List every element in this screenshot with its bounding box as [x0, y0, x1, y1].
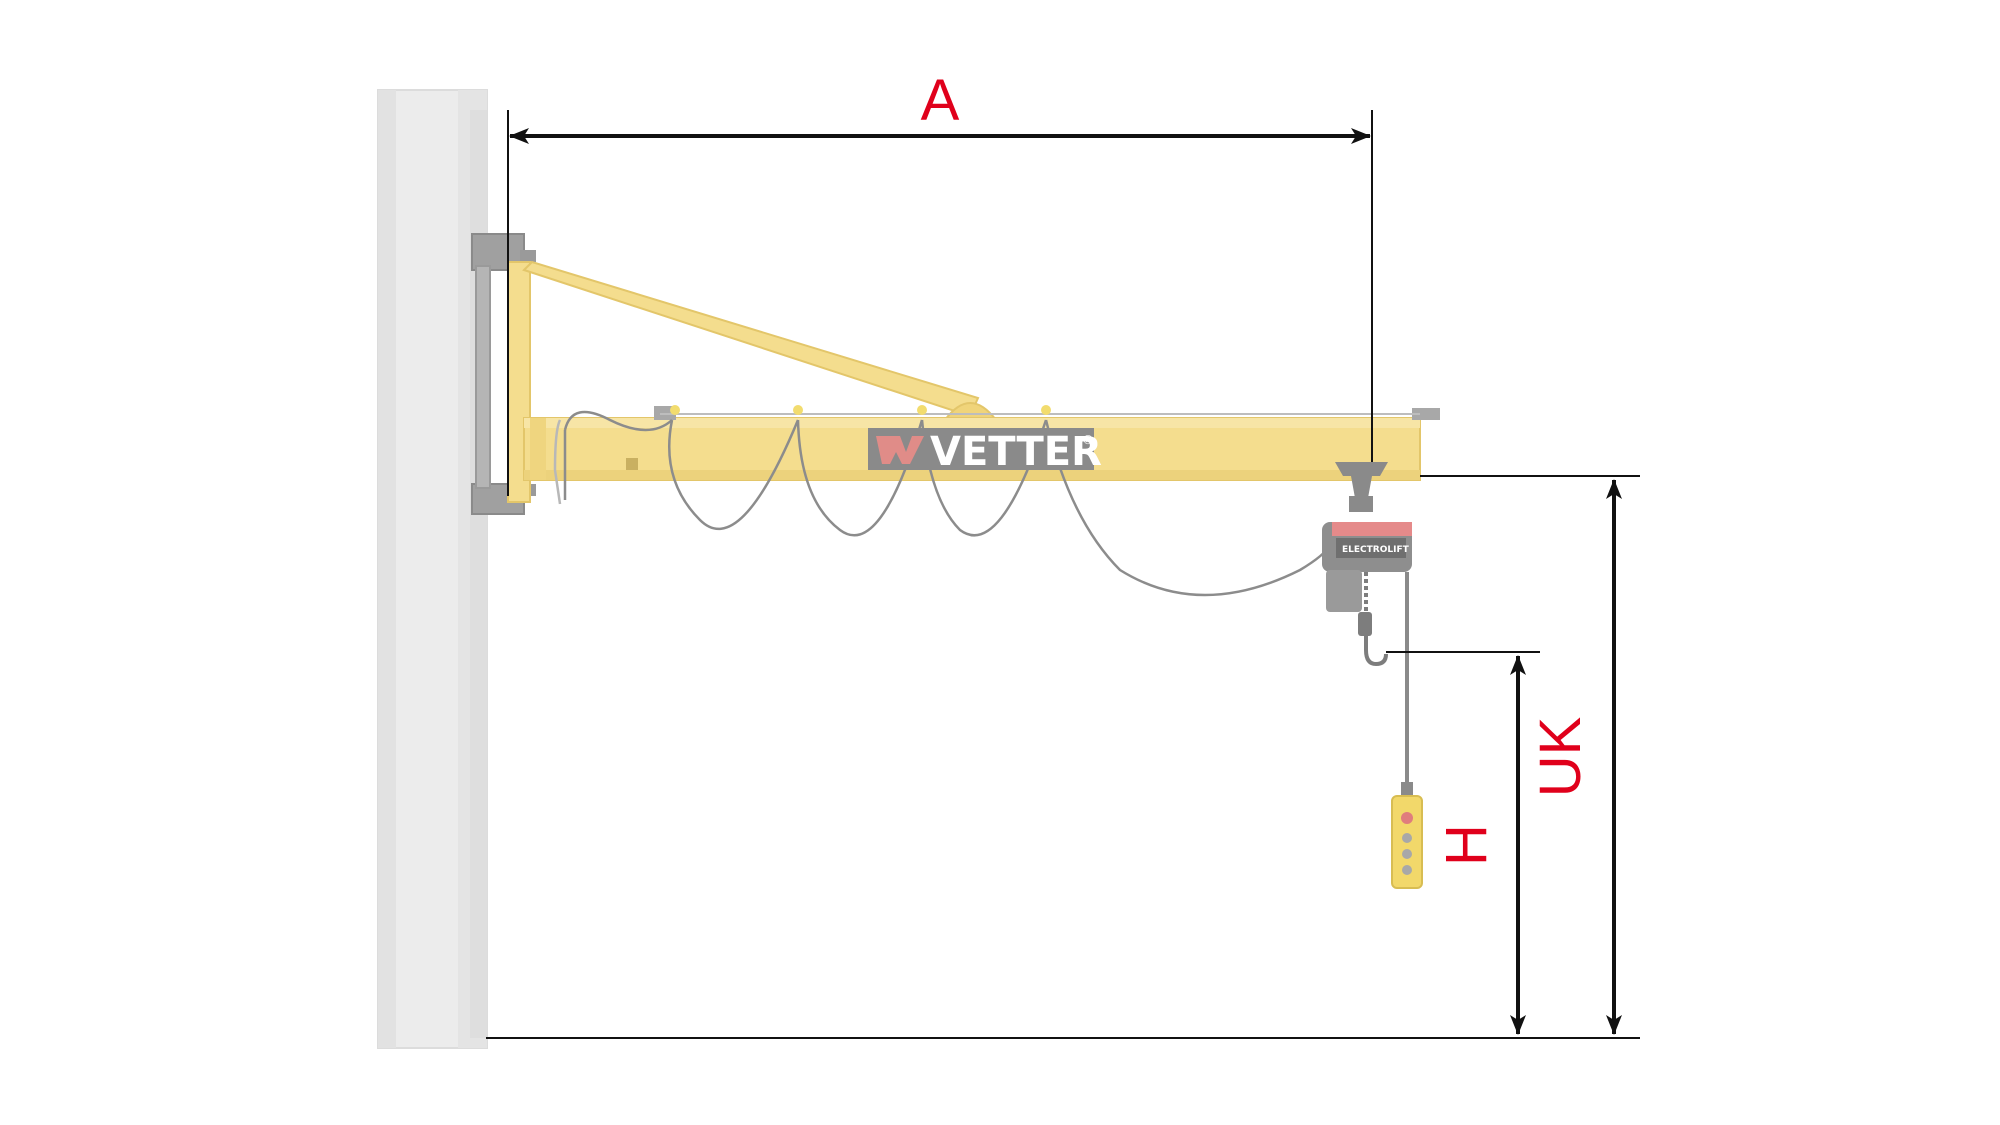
- registered-mark: ®: [1082, 433, 1094, 447]
- dimension-hook-height: H: [1386, 651, 1540, 1035]
- vetter-w-logo-icon: [876, 436, 924, 464]
- hoist-brand-text: ELECTROLIFT: [1342, 545, 1410, 555]
- logo-text: VETTER: [930, 429, 1102, 475]
- reach-label: A: [921, 68, 960, 133]
- vetter-logo: VETTER ®: [868, 428, 1102, 475]
- trolley: [1335, 462, 1388, 512]
- dimension-reach: A: [507, 68, 1373, 496]
- pendant-control: [1391, 572, 1423, 889]
- underside-height-label: UK: [1528, 716, 1593, 797]
- wall-column: [377, 89, 488, 1049]
- electric-chain-hoist: ELECTROLIFT: [1322, 522, 1412, 667]
- dimension-underside-height: UK: [1420, 475, 1640, 1035]
- hook-height-label: H: [1434, 824, 1499, 866]
